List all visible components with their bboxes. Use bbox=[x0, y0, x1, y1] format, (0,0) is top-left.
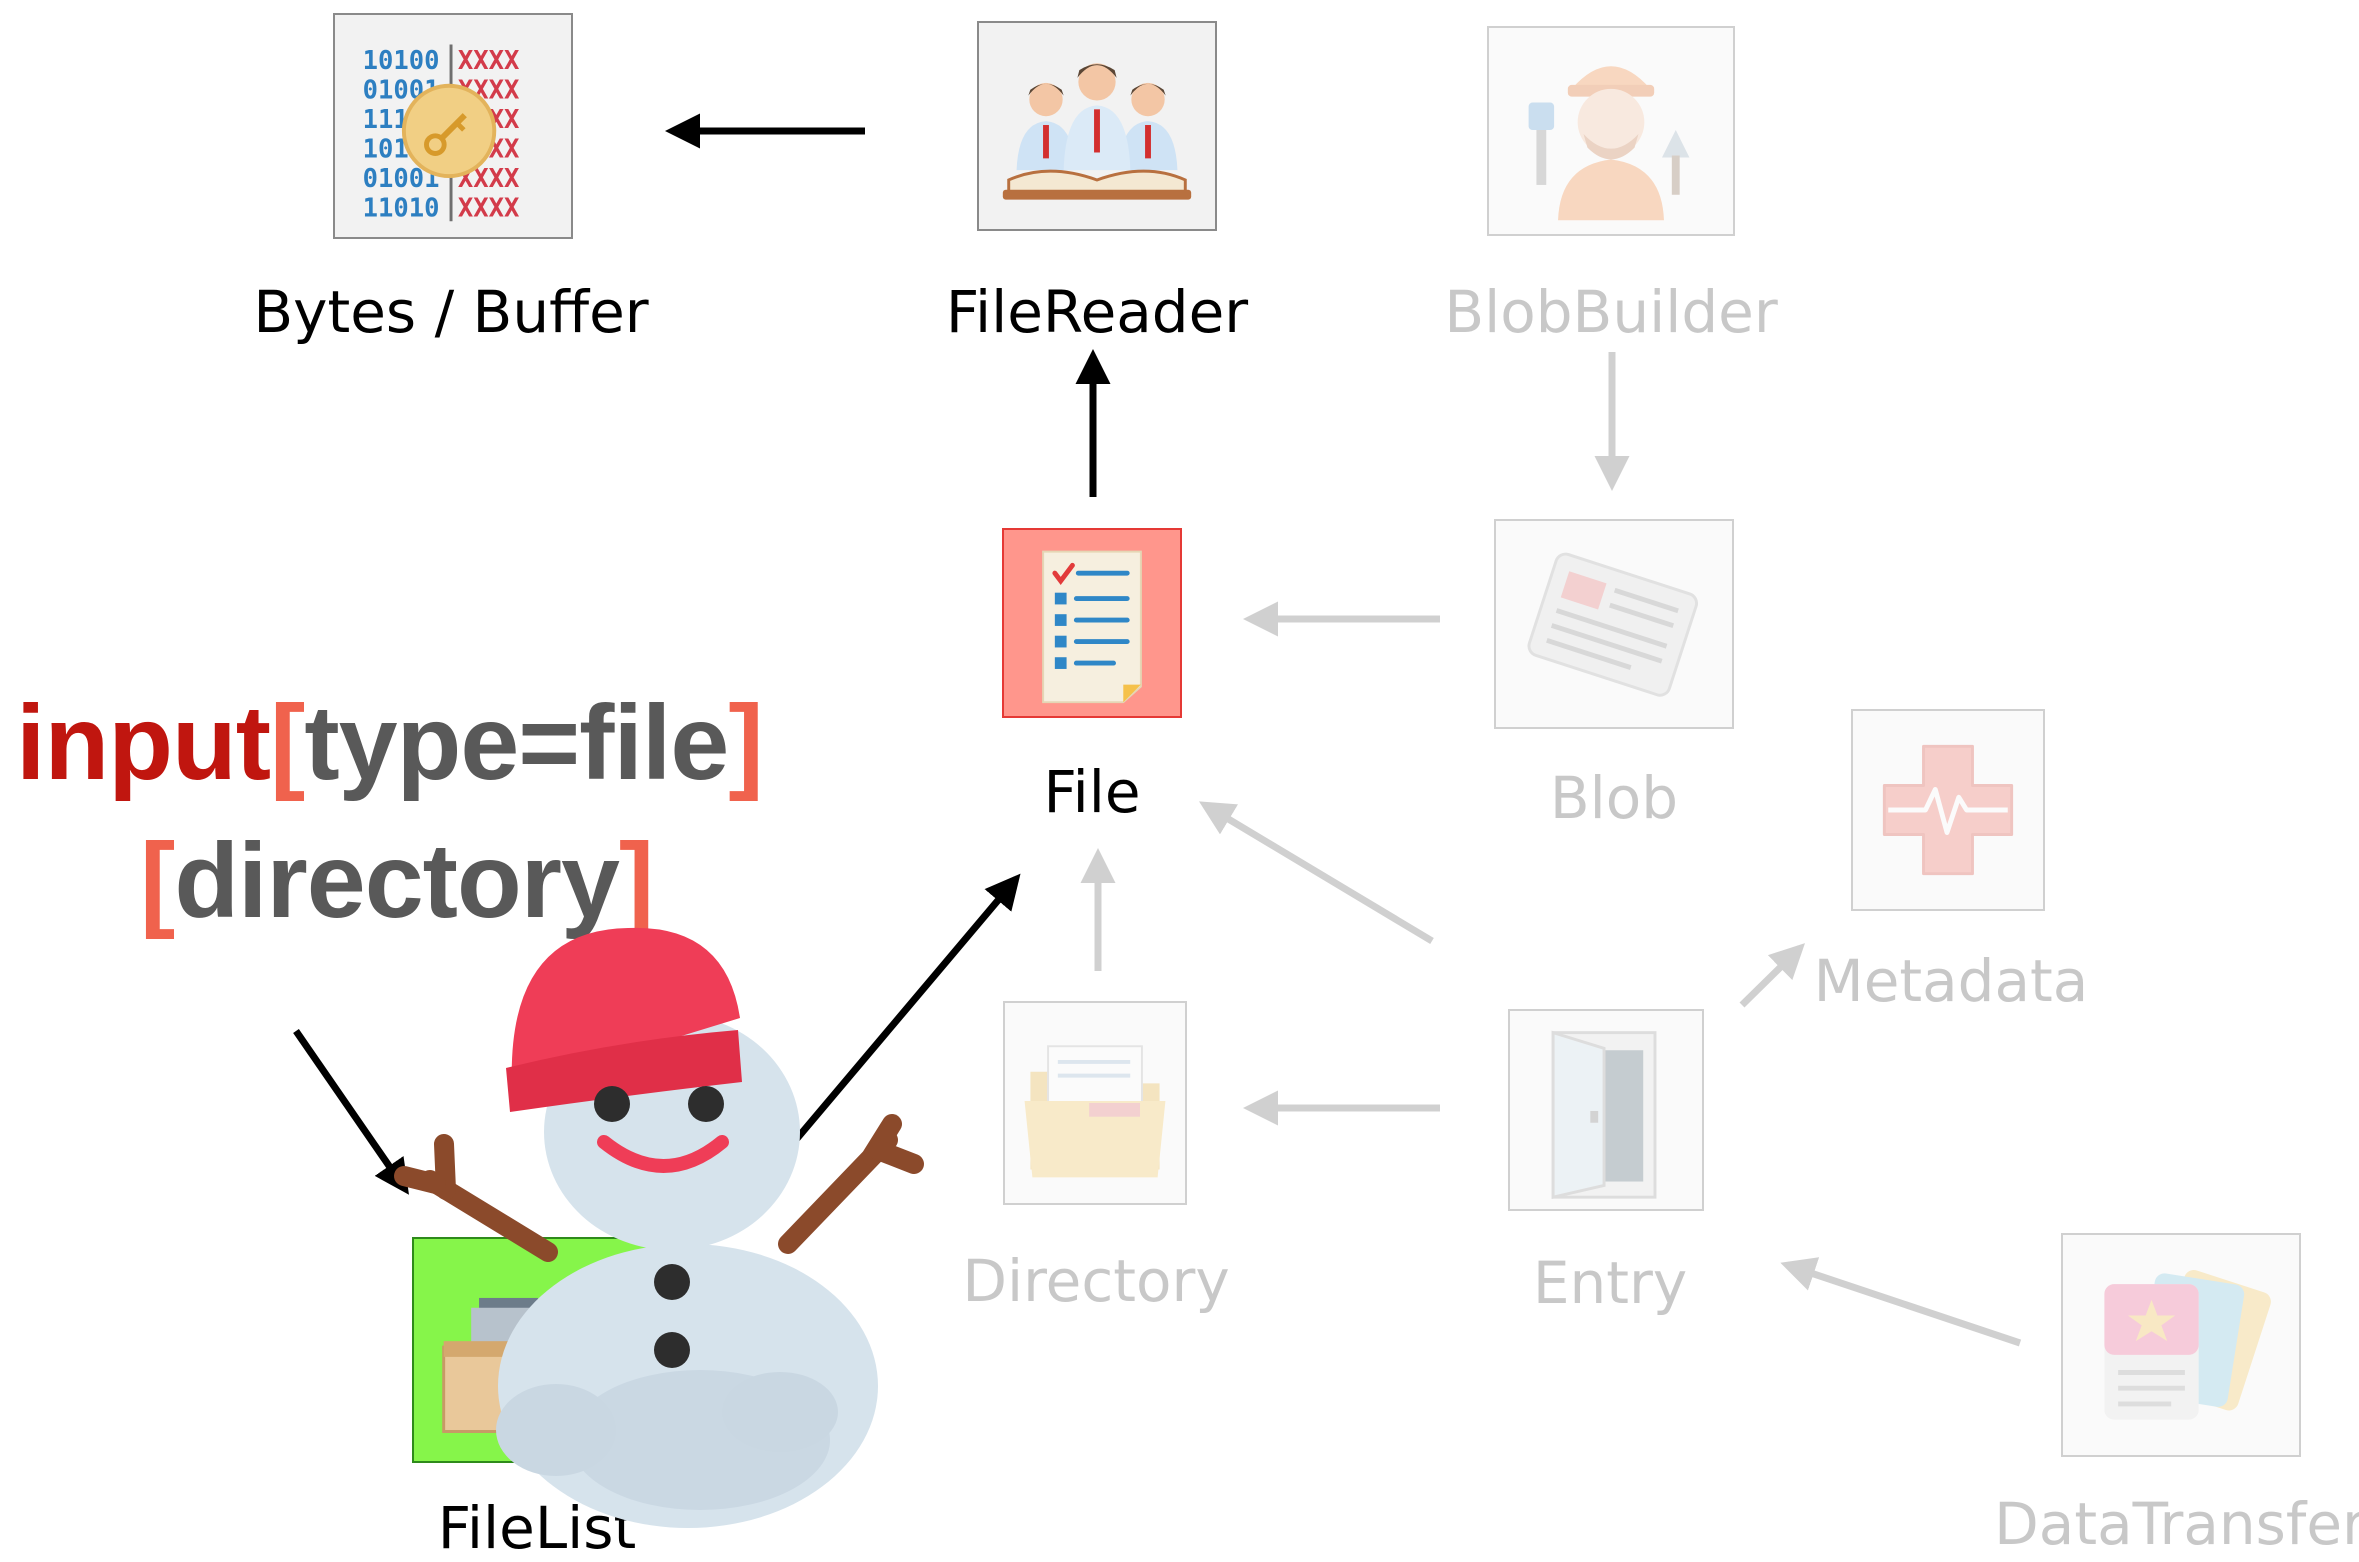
builder-worker-icon bbox=[1528, 66, 1690, 221]
cards-icon bbox=[2104, 1269, 2271, 1420]
arrow-datatransfer-to-entry bbox=[1780, 1257, 2022, 1347]
svg-text:XXXX: XXXX bbox=[458, 46, 520, 76]
metadata-node bbox=[1851, 709, 2045, 911]
title-attribute-1: type=file bbox=[304, 684, 729, 802]
title-bracket-open-1: [ bbox=[270, 684, 305, 802]
blobbuilder-node bbox=[1487, 26, 1735, 236]
title-line-1: input[type=file] bbox=[16, 690, 764, 796]
entry-node bbox=[1508, 1009, 1704, 1211]
arrow-input-to-filelist bbox=[293, 1029, 409, 1195]
medical-cross-icon bbox=[1882, 744, 2014, 876]
folder-icon bbox=[1024, 1045, 1166, 1178]
datatransfer-node bbox=[2061, 1233, 2301, 1457]
svg-text:XXXX: XXXX bbox=[458, 193, 520, 223]
svg-text:11010: 11010 bbox=[363, 193, 440, 223]
filereader-node bbox=[977, 21, 1217, 231]
filereader-label: FileReader bbox=[945, 278, 1249, 346]
bytes-buffer-label: Bytes / Buffer bbox=[253, 278, 649, 346]
title-attribute-2: directory bbox=[174, 822, 620, 940]
datatransfer-label: DataTransfer bbox=[1994, 1490, 2359, 1558]
door-icon bbox=[1551, 1030, 1657, 1200]
title-bracket-close-2: ] bbox=[618, 822, 654, 940]
blob-label: Blob bbox=[1549, 764, 1679, 832]
file-label: File bbox=[1043, 758, 1141, 826]
entry-label: Entry bbox=[1532, 1249, 1688, 1317]
blob-node bbox=[1494, 519, 1734, 729]
directory-node bbox=[1003, 1001, 1187, 1205]
people-reading-icon bbox=[1002, 63, 1192, 200]
title-line-2: [directory] bbox=[140, 828, 654, 934]
arrow-entry-to-file bbox=[1198, 801, 1434, 945]
svg-text:10100: 10100 bbox=[363, 46, 440, 76]
arrow-filelist-to-file bbox=[759, 873, 1021, 1183]
title-keyword: input bbox=[16, 684, 271, 802]
title-bracket-open-2: [ bbox=[140, 822, 175, 940]
newspaper-icon bbox=[1527, 552, 1699, 697]
title-bracket-close-1: ] bbox=[728, 684, 763, 802]
arrow-entry-to-metadata bbox=[1739, 943, 1805, 1008]
directory-label: Directory bbox=[962, 1247, 1230, 1315]
document-checklist-icon bbox=[1042, 550, 1142, 704]
file-node bbox=[1002, 528, 1182, 718]
blobbuilder-label: BlobBuilder bbox=[1444, 278, 1778, 346]
metadata-label: Metadata bbox=[1813, 947, 2089, 1015]
